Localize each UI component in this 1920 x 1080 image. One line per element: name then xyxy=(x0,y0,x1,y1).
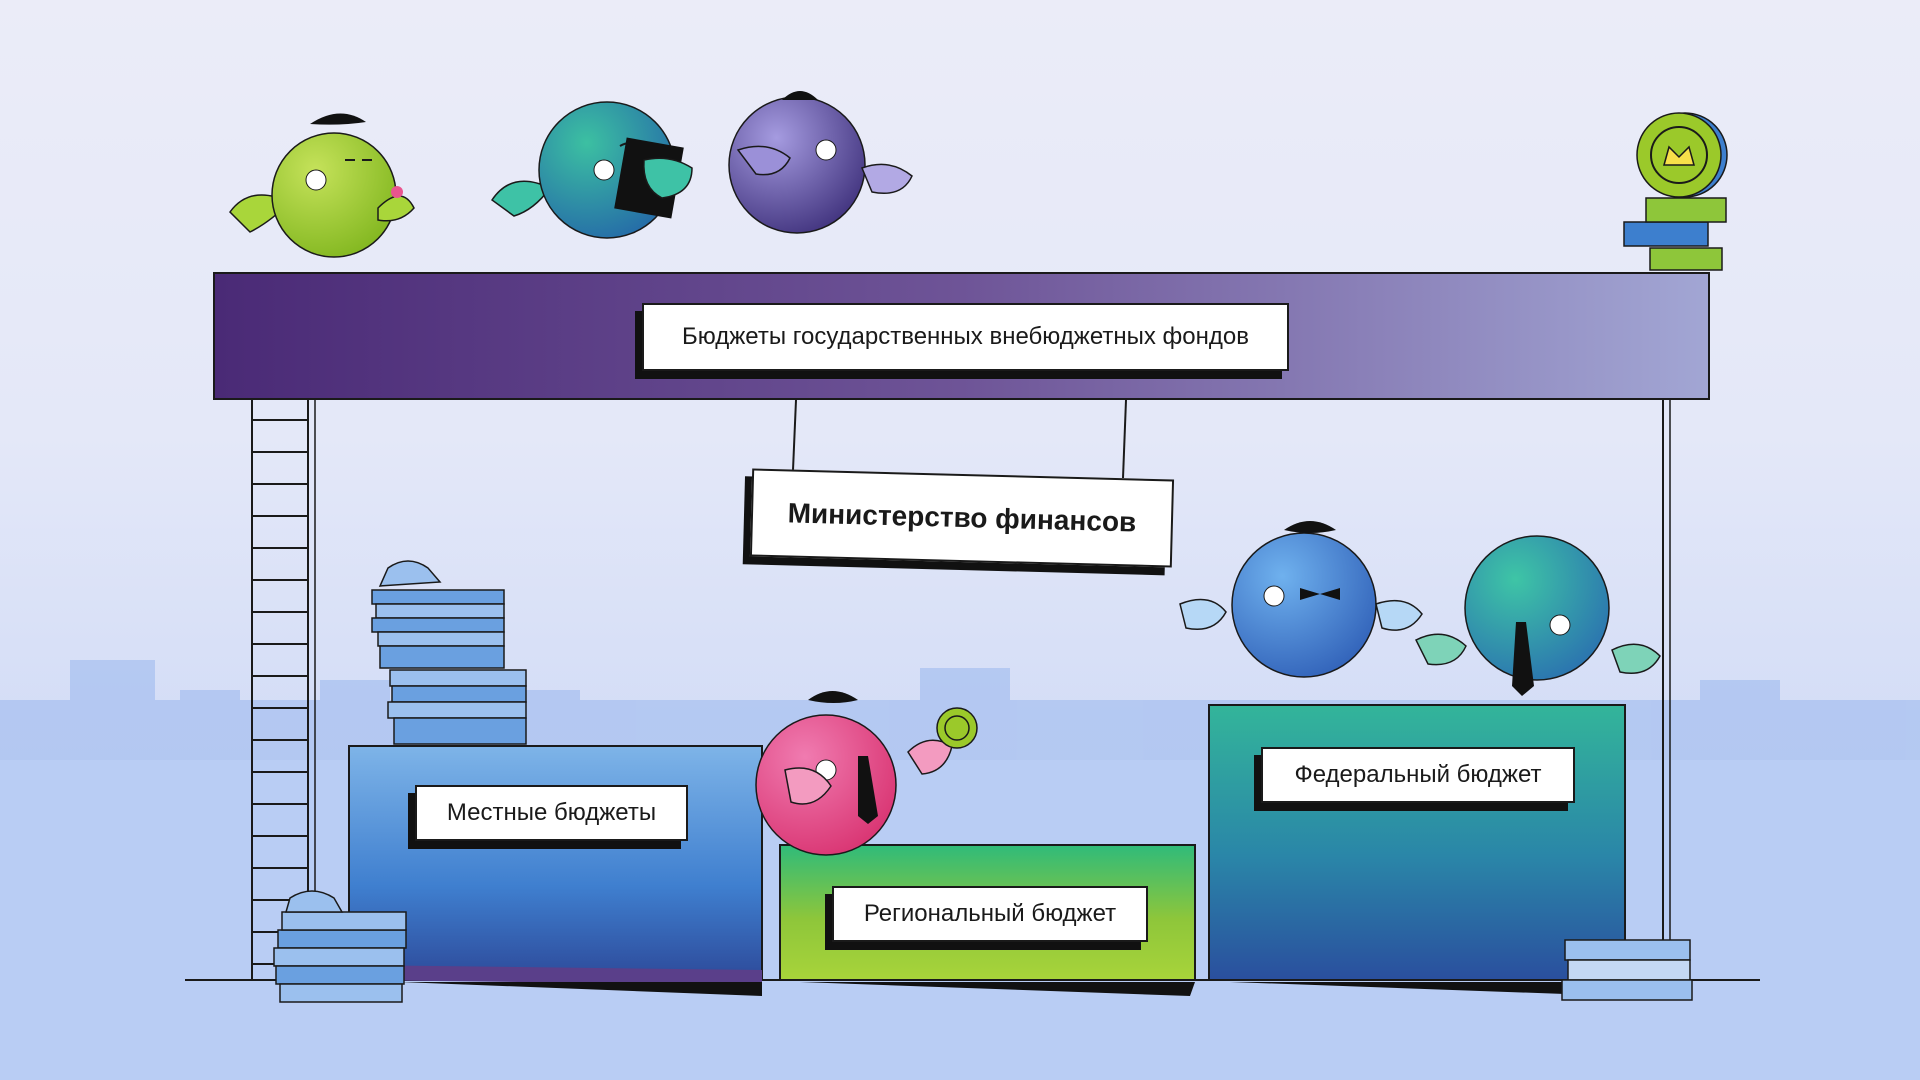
ministry-label: Министерство финансов xyxy=(749,468,1175,568)
sign-string-left xyxy=(792,399,797,471)
character-teal xyxy=(490,101,693,239)
character-pink xyxy=(755,691,953,856)
coin-icon xyxy=(936,707,978,749)
character-teal-tie xyxy=(1414,535,1661,696)
local-budget-label: Местные бюджеты xyxy=(415,785,688,841)
character-green xyxy=(229,113,415,258)
paper-stack-icon xyxy=(371,560,527,745)
sign-string-right xyxy=(1122,399,1127,479)
paper-stack-icon xyxy=(1561,939,1693,1001)
coin-stack-icon xyxy=(1623,112,1728,271)
top-bar-label: Бюджеты государственных внебюджетных фон… xyxy=(642,303,1289,371)
local-budget-block xyxy=(348,745,763,996)
character-purple xyxy=(728,91,913,234)
ladder-icon xyxy=(251,400,309,980)
character-blue xyxy=(1179,521,1423,678)
regional-budget-label: Региональный бюджет xyxy=(832,886,1148,942)
federal-budget-label: Федеральный бюджет xyxy=(1261,747,1575,803)
paper-stack-icon xyxy=(273,890,407,1003)
